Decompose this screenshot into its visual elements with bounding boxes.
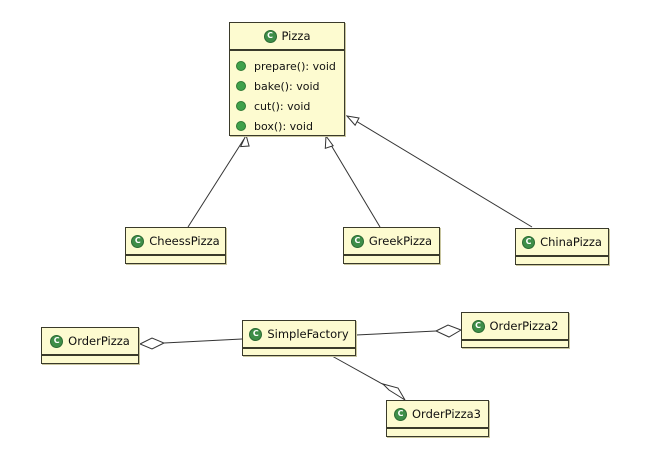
class-name: GreekPizza xyxy=(368,234,433,248)
class-divider xyxy=(243,348,355,352)
class-order-pizza2[interactable]: C OrderPizza2 xyxy=(461,312,569,348)
class-header: C OrderPizza2 xyxy=(462,313,568,339)
class-divider xyxy=(516,256,608,260)
class-divider xyxy=(516,255,608,256)
class-divider xyxy=(42,355,138,359)
class-header: C OrderPizza xyxy=(42,328,138,354)
operation-bake[interactable]: bake(): void xyxy=(236,76,344,96)
class-order-pizza3[interactable]: C OrderPizza3 xyxy=(386,400,489,437)
class-divider xyxy=(126,254,225,255)
aggregation-diamond-orderpizza3 xyxy=(381,383,406,401)
class-c-icon: C xyxy=(394,407,407,421)
class-divider xyxy=(344,254,439,255)
public-method-icon xyxy=(236,81,246,91)
class-name: ChinaPizza xyxy=(540,235,602,249)
class-divider xyxy=(42,354,138,355)
operation-label: bake(): void xyxy=(254,79,320,93)
class-china-pizza[interactable]: C ChinaPizza xyxy=(515,228,609,265)
class-simple-factory[interactable]: C SimpleFactory xyxy=(242,320,356,356)
class-name: Pizza xyxy=(281,29,311,43)
class-name: CheessPizza xyxy=(149,234,220,248)
class-name: OrderPizza3 xyxy=(412,407,481,421)
generalization-cheess-pizza xyxy=(187,138,245,228)
class-header: C GreekPizza xyxy=(344,228,439,254)
class-divider xyxy=(126,255,225,259)
class-divider xyxy=(462,340,568,344)
operation-label: box(): void xyxy=(254,119,313,133)
class-order-pizza[interactable]: C OrderPizza xyxy=(41,327,139,364)
aggregation-orderpizza3-simplefactory xyxy=(331,355,387,387)
operation-label: cut(): void xyxy=(254,99,311,113)
attribute-compartment xyxy=(230,50,344,54)
operations-compartment: prepare(): void bake(): void cut(): void… xyxy=(230,54,344,140)
aggregation-orderpizza-simplefactory xyxy=(163,338,243,344)
class-c-icon: C xyxy=(471,319,485,333)
class-c-icon: C xyxy=(263,29,277,43)
operation-cut[interactable]: cut(): void xyxy=(236,96,344,116)
class-c-icon: C xyxy=(522,235,536,249)
class-divider xyxy=(344,255,439,259)
class-pizza[interactable]: C Pizza prepare(): void bake(): void cut… xyxy=(229,22,345,136)
generalization-arrowhead-cheess xyxy=(239,133,250,148)
generalization-arrowhead-china xyxy=(345,115,360,127)
class-c-icon: C xyxy=(50,334,64,348)
generalization-china-pizza xyxy=(350,117,533,228)
class-divider xyxy=(243,347,355,348)
class-name: OrderPizza2 xyxy=(489,319,559,333)
operation-box[interactable]: box(): void xyxy=(236,116,344,136)
generalization-arrowhead-greek xyxy=(324,134,334,150)
aggregation-orderpizza2-simplefactory xyxy=(355,330,437,336)
class-header: C ChinaPizza xyxy=(516,229,608,255)
class-cheess-pizza[interactable]: C CheessPizza xyxy=(125,227,226,264)
class-name: OrderPizza xyxy=(68,334,130,348)
class-header: C Pizza xyxy=(230,23,344,49)
operation-prepare[interactable]: prepare(): void xyxy=(236,56,344,76)
operation-label: prepare(): void xyxy=(254,59,336,73)
public-method-icon xyxy=(236,61,246,71)
class-header: C CheessPizza xyxy=(126,228,225,254)
class-divider xyxy=(387,427,488,428)
class-divider xyxy=(387,428,488,432)
generalization-greek-pizza xyxy=(327,139,381,228)
class-divider xyxy=(230,49,344,50)
class-c-icon: C xyxy=(131,234,145,248)
class-header: C OrderPizza3 xyxy=(387,401,488,427)
class-divider xyxy=(462,339,568,340)
class-greek-pizza[interactable]: C GreekPizza xyxy=(343,227,440,264)
aggregation-diamond-orderpizza xyxy=(138,337,166,350)
public-method-icon xyxy=(236,121,246,131)
class-name: SimpleFactory xyxy=(267,327,349,341)
class-c-icon: C xyxy=(249,327,263,341)
public-method-icon xyxy=(236,101,246,111)
class-c-icon: C xyxy=(350,234,364,248)
class-header: C SimpleFactory xyxy=(243,321,355,347)
aggregation-diamond-orderpizza2 xyxy=(434,324,463,338)
